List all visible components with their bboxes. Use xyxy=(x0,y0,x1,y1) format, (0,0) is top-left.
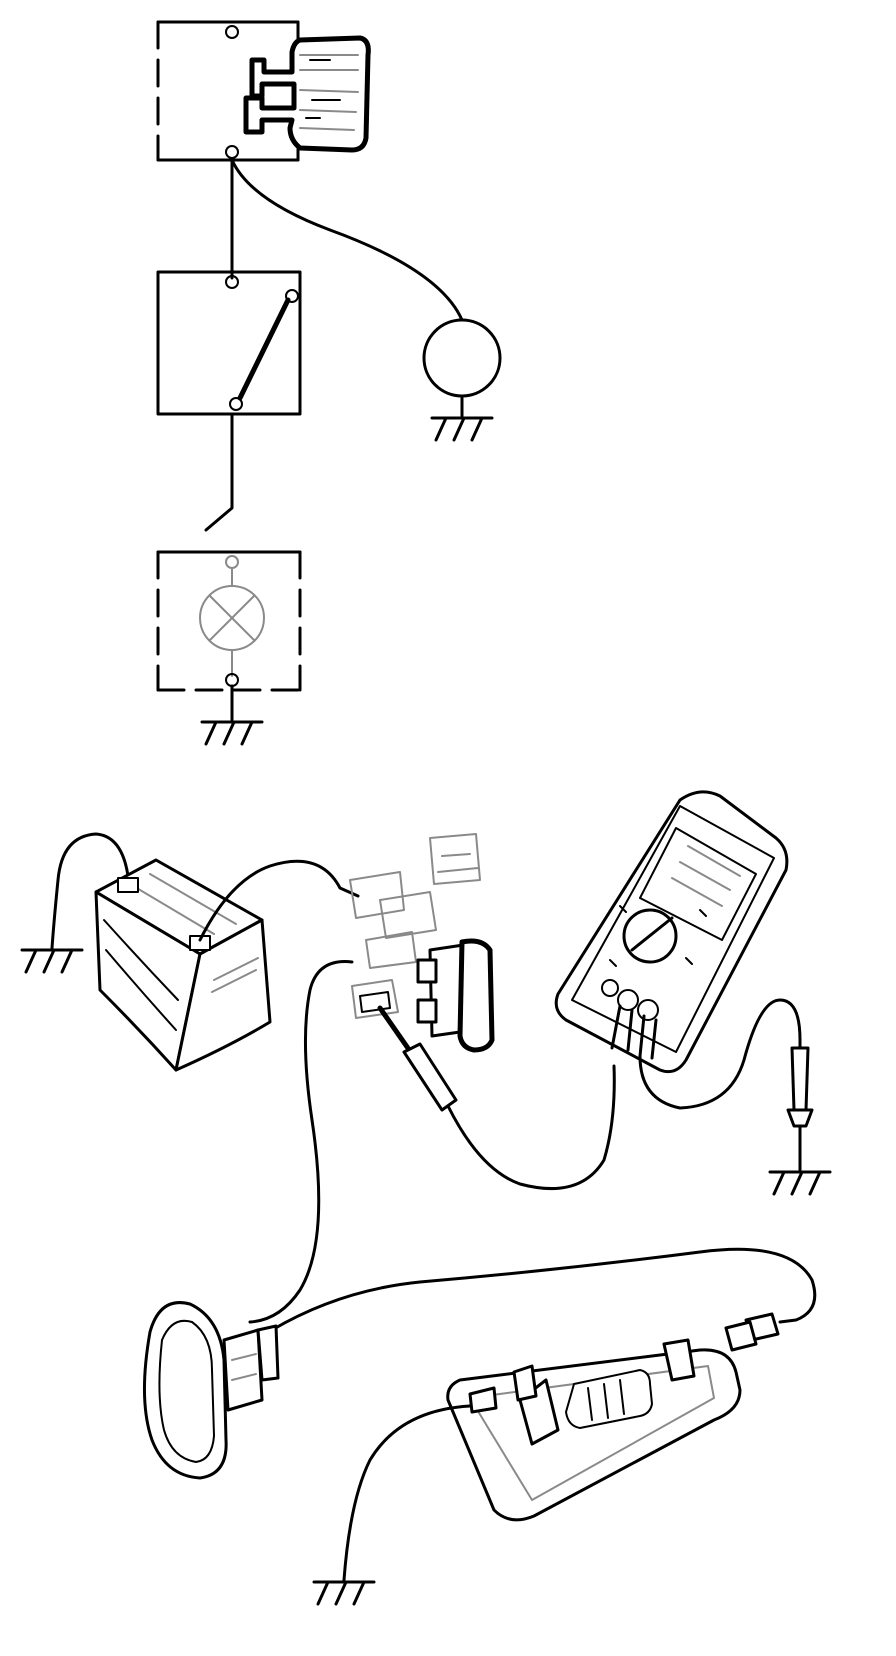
schematic-lamp-circle xyxy=(422,318,502,442)
battery xyxy=(94,858,272,1072)
fuse xyxy=(416,938,495,1053)
schematic xyxy=(156,20,502,746)
schematic-wire-switch-lamp xyxy=(204,412,234,532)
lamp-bulb xyxy=(565,1369,653,1429)
switch-connector-wire xyxy=(270,1247,817,1332)
lamp-icon xyxy=(209,595,255,641)
battery-positive-wire xyxy=(198,859,360,942)
lamp-ground-wire xyxy=(342,1404,472,1582)
pictorial xyxy=(20,790,832,1606)
test-probe-ground xyxy=(786,1046,814,1172)
battery-terminal-negative xyxy=(117,877,139,893)
schematic-fuse-icon xyxy=(243,35,371,153)
test-probe-positive xyxy=(377,1005,616,1191)
schematic-wire-fuse-lamp xyxy=(230,158,464,322)
ground-symbol-icon xyxy=(20,948,84,974)
schematic-switch xyxy=(156,270,302,416)
ground-symbol-icon xyxy=(312,1580,376,1606)
schematic-fuse-box xyxy=(156,20,371,162)
probe-positive-lead xyxy=(446,1064,616,1191)
battery-terminal-positive xyxy=(189,935,211,951)
schematic-terminal-top xyxy=(225,25,239,39)
ground-symbol-icon xyxy=(430,416,494,442)
battery-ground-wire xyxy=(50,832,130,950)
fuse-switch-wire xyxy=(248,960,354,1324)
multimeter xyxy=(554,790,789,1074)
switch-housing xyxy=(142,1301,280,1480)
fuse-box xyxy=(349,833,481,1019)
probe-ground-lead xyxy=(638,998,802,1110)
ground-symbol-icon xyxy=(768,1170,832,1196)
schematic-terminal-bottom xyxy=(225,145,239,159)
lamp-unit xyxy=(446,1338,742,1522)
multimeter-display xyxy=(639,827,757,941)
schematic-lamp-box xyxy=(156,550,302,746)
ground-symbol-icon xyxy=(200,720,264,746)
connector xyxy=(724,1312,780,1352)
switch-blade xyxy=(237,297,291,401)
